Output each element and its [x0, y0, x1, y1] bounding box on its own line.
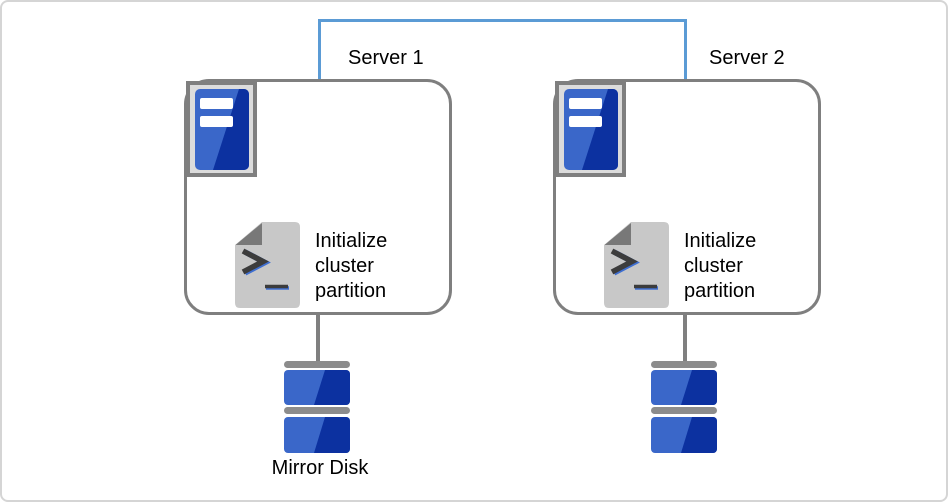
server1-action-caption: Initialize cluster partition [315, 230, 388, 302]
server1-label: Server 1 [348, 47, 424, 69]
script-terminal-icon [604, 222, 669, 308]
server-tower-icon [563, 88, 618, 170]
disk-connector-line [683, 315, 687, 361]
script-terminal-icon [235, 222, 300, 308]
network-link-line [318, 19, 687, 79]
mirror-disk-label: Mirror Disk [271, 457, 369, 479]
disk-connector-line [316, 315, 320, 361]
server2-label: Server 2 [709, 47, 785, 69]
server-icon-frame [555, 81, 626, 177]
disk-stack-icon [651, 361, 717, 453]
server1-box: Initialize cluster partition [184, 79, 452, 315]
disk-stack-icon [284, 361, 350, 453]
server-icon-frame [186, 81, 257, 177]
server2-action-caption: Initialize cluster partition [684, 230, 757, 302]
server-tower-icon [194, 88, 249, 170]
server2-box: Initialize cluster partition [553, 79, 821, 315]
